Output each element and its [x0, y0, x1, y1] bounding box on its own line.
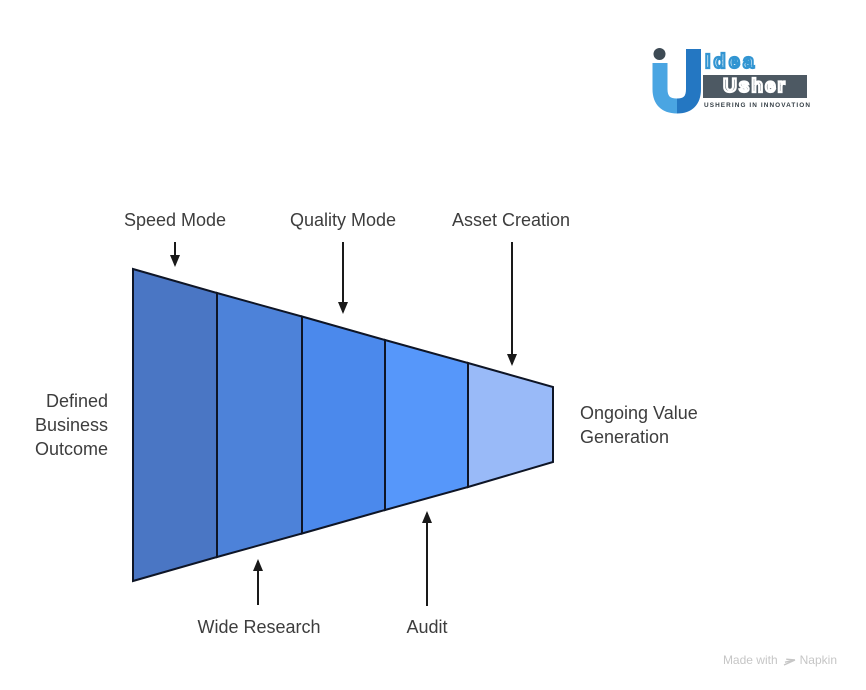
logo-text-idea: Idea [704, 50, 758, 74]
logo-usher-box: Usher [703, 74, 807, 98]
funnel-segment-3 [301, 315, 386, 535]
idea-usher-u-icon [652, 48, 701, 114]
label-speed-mode: Speed Mode [123, 210, 227, 230]
logo-tagline: USHERING IN INNOVATION [704, 102, 812, 109]
made-with-text: Made with [722, 653, 778, 667]
made-with-napkin: Made with Napkin [723, 653, 837, 667]
label-wide-research: Wide Research [197, 617, 321, 637]
label-defined-business-outcome: Defined Business Outcome [34, 391, 108, 459]
logo-i-dot [653, 48, 666, 60]
logo-u-left-stroke [652, 63, 678, 114]
funnel-segment-5 [467, 361, 554, 489]
funnel-segment-1 [132, 267, 218, 583]
funnel-segment-2 [216, 291, 303, 559]
label-asset-creation: Asset Creation [451, 210, 571, 230]
label-quality-mode: Quality Mode [289, 210, 397, 230]
logo-text-usher: Usher [722, 74, 787, 97]
idea-usher-logo: Idea Usher USHERING IN INNOVATION [648, 42, 818, 118]
napkin-feather-icon [783, 658, 795, 666]
logo-u-right-stroke [676, 49, 701, 114]
label-audit: Audit [406, 617, 448, 637]
napkin-brand-text: Napkin [799, 653, 837, 667]
label-ongoing-value-generation: Ongoing Value Generation [580, 403, 698, 447]
funnel-segment-4 [384, 338, 469, 512]
